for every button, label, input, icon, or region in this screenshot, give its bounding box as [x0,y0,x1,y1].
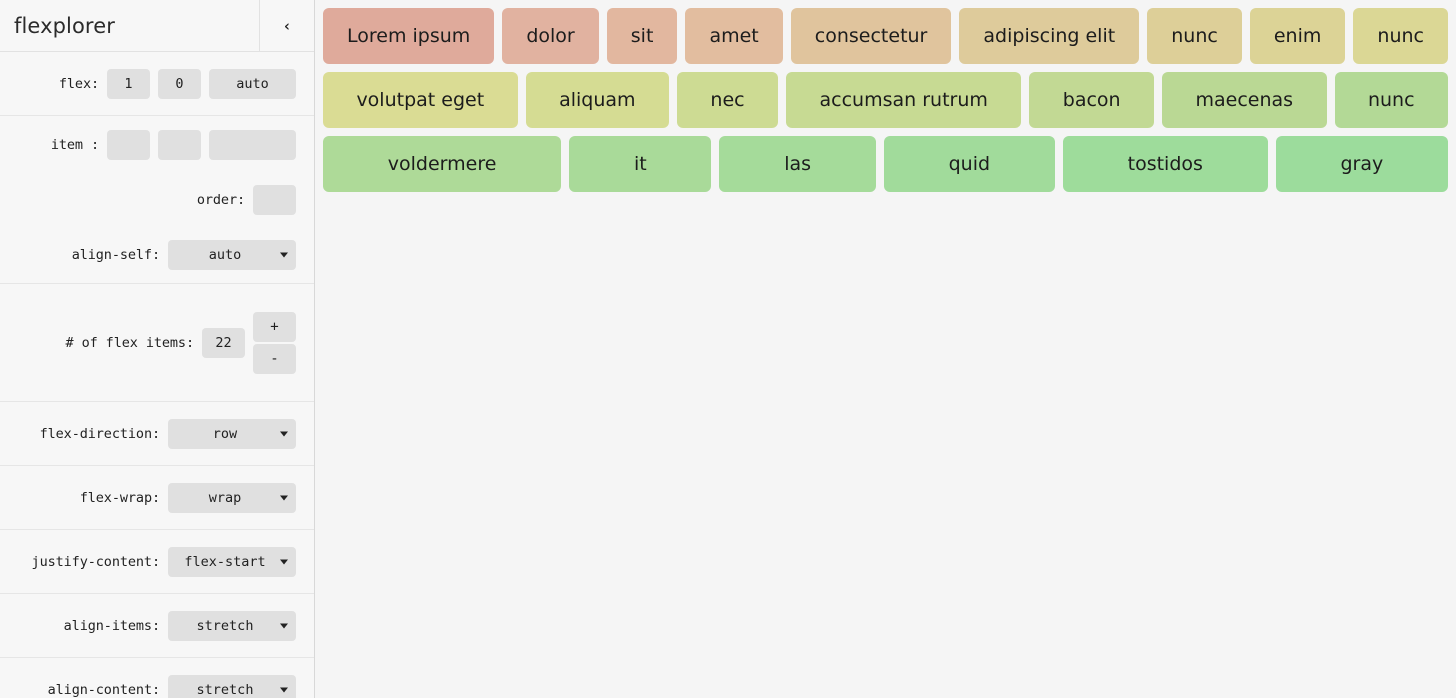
flex-wrap-label: flex-wrap: [79,489,160,506]
flex-item-count-label: # of flex items: [65,334,195,351]
flex-shorthand-row: flex: 1 0 auto [0,52,314,116]
item-order-row: order: [0,174,314,226]
flex-item[interactable]: Lorem ipsum [323,8,495,64]
controls-sidebar: flexplorer ‹ flex: 1 0 auto item : order… [0,0,315,698]
flex-item[interactable]: consectetur [790,8,952,64]
flex-item[interactable]: it [569,136,712,192]
chevron-down-icon [280,495,288,500]
chevron-down-icon [280,623,288,628]
flex-wrap-value: wrap [208,489,242,506]
flex-direction-label: flex-direction: [39,425,161,442]
flex-item[interactable]: amet [685,8,783,64]
flex-direction-value: row [212,425,238,442]
flex-item[interactable]: gray [1275,136,1449,192]
flex-item[interactable]: volutpat eget [323,72,518,128]
increment-items-button[interactable]: + [253,311,296,342]
align-items-value: stretch [196,617,254,634]
justify-content-row: justify-content: flex-start [0,530,314,594]
chevron-down-icon [280,252,288,257]
item-flex-row: item : [0,116,314,174]
flex-item-count-stepper: + - [253,311,296,374]
chevron-down-icon [280,559,288,564]
chevron-down-icon [280,687,288,692]
flex-item[interactable]: adipiscing elit [959,8,1140,64]
flex-basis-input[interactable]: auto [209,68,296,99]
align-content-row: align-content: stretch [0,658,314,698]
align-content-select[interactable]: stretch [168,674,296,698]
decrement-items-button[interactable]: - [253,343,296,374]
app-title: flexplorer [14,13,115,38]
order-input[interactable] [253,185,296,215]
item-flex-grow-input[interactable] [107,130,150,160]
flex-item[interactable]: voldermere [323,136,562,192]
flex-wrap-select[interactable]: wrap [168,482,296,513]
align-items-label: align-items: [63,617,160,634]
flex-item[interactable]: aliquam [525,72,669,128]
flex-item[interactable]: nunc [1334,72,1448,128]
flex-item-count-input[interactable]: 22 [202,327,245,358]
collapse-sidebar-button[interactable]: ‹ [259,0,314,51]
flex-shrink-input[interactable]: 0 [158,68,201,99]
flex-item[interactable]: enim [1249,8,1346,64]
chevron-left-icon: ‹ [282,16,292,35]
align-content-label: align-content: [47,681,160,698]
align-items-select[interactable]: stretch [168,610,296,641]
item-flex-basis-input[interactable] [209,130,296,160]
flex-label: flex: [58,75,99,92]
align-content-value: stretch [196,681,254,698]
item-label: item : [50,137,99,153]
flex-grow-input[interactable]: 1 [107,68,150,99]
align-self-value: auto [208,246,242,263]
flex-wrap-row: flex-wrap: wrap [0,466,314,530]
flex-item[interactable]: tostidos [1062,136,1268,192]
flex-item[interactable]: nunc [1353,8,1448,64]
order-label: order: [196,192,245,208]
flex-item[interactable]: accumsan rutrum [786,72,1022,128]
item-flex-shrink-input[interactable] [158,130,201,160]
sidebar-header: flexplorer ‹ [0,0,314,52]
align-self-select[interactable]: auto [168,239,296,270]
align-self-row: align-self: auto [0,226,314,284]
flex-item[interactable]: dolor [502,8,599,64]
justify-content-label: justify-content: [31,553,161,570]
flex-item[interactable]: quid [883,136,1055,192]
flex-item[interactable]: nec [676,72,779,128]
align-items-row: align-items: stretch [0,594,314,658]
align-self-label: align-self: [71,246,160,263]
justify-content-select[interactable]: flex-start [168,546,296,577]
flex-item[interactable]: sit [606,8,678,64]
flex-direction-row: flex-direction: row [0,402,314,466]
chevron-down-icon [280,431,288,436]
flex-item[interactable]: nunc [1147,8,1242,64]
flex-item[interactable]: las [719,136,876,192]
justify-content-value: flex-start [184,553,266,570]
flex-direction-select[interactable]: row [168,418,296,449]
flex-item[interactable]: bacon [1029,72,1155,128]
flex-item[interactable]: maecenas [1162,72,1327,128]
flex-item-count-row: # of flex items: 22 + - [0,284,314,402]
